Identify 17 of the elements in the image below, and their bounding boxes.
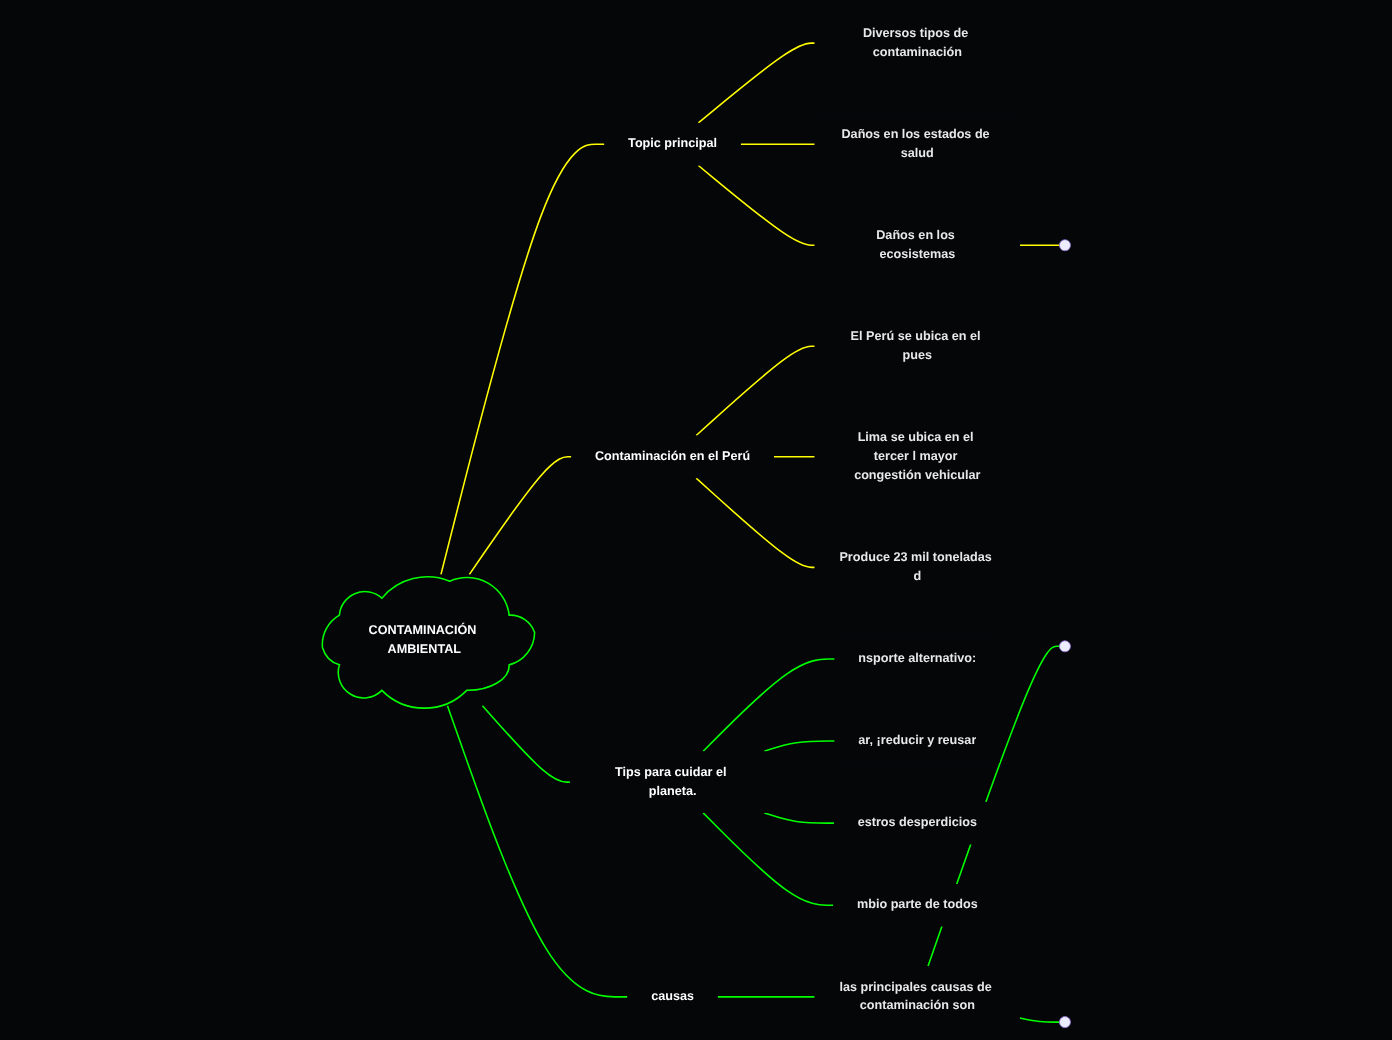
connector [697, 42, 816, 124]
connector [772, 456, 816, 458]
connector [763, 812, 835, 824]
connector [1018, 244, 1060, 246]
connector [1018, 1017, 1060, 1023]
connector [694, 345, 816, 437]
connector [701, 658, 836, 753]
connector [439, 143, 605, 576]
connector [701, 812, 834, 907]
connector [446, 704, 628, 998]
connector [481, 704, 571, 783]
connector [716, 996, 816, 998]
connector [694, 477, 816, 569]
connector [739, 143, 816, 145]
connector [763, 740, 836, 753]
connector [697, 164, 816, 246]
connector [468, 456, 572, 576]
